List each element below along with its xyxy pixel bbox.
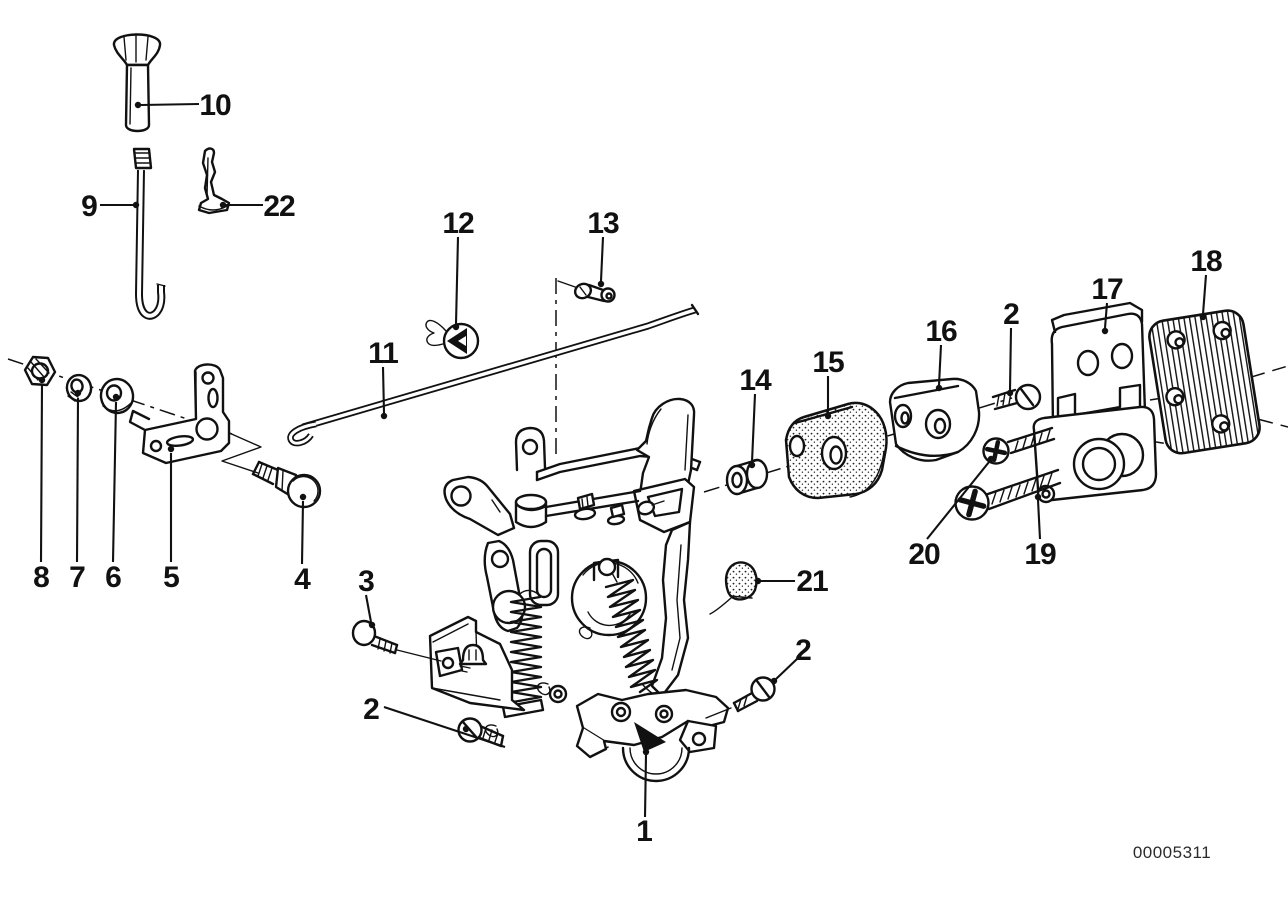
callout-label-1: 1 xyxy=(636,815,652,848)
part-9-release-rod xyxy=(132,147,166,320)
callout-part-8: 8 xyxy=(33,376,50,594)
part-2-screw-upper-right xyxy=(991,383,1042,411)
callout-part-7: 7 xyxy=(69,389,86,594)
callout-label-12: 12 xyxy=(442,207,474,240)
callout-label-16: 16 xyxy=(925,315,957,348)
part-7-lock-washer xyxy=(65,373,93,403)
callout-part-9: 9 xyxy=(81,190,140,223)
callout-part-21: 21 xyxy=(754,565,829,598)
part-11-connecting-rod xyxy=(287,303,700,447)
part-18-striker-plate xyxy=(1148,309,1261,455)
callout-label-19: 19 xyxy=(1024,538,1056,571)
part-14-bushing xyxy=(725,458,769,496)
diagram-number: 00005311 xyxy=(1133,843,1211,862)
callout-label-9: 9 xyxy=(81,190,97,223)
callout-label-17: 17 xyxy=(1091,273,1123,306)
callout-label-2a: 2 xyxy=(363,693,379,726)
callout-label-18: 18 xyxy=(1190,245,1222,278)
part-13-stud xyxy=(573,282,616,303)
callout-label-20: 20 xyxy=(908,538,940,571)
callout-part-12: 12 xyxy=(442,207,475,331)
callout-label-15: 15 xyxy=(812,346,844,379)
part-12-clip xyxy=(425,319,480,360)
part-15-rubber-buffer xyxy=(784,401,888,500)
part-20-phillips-screw xyxy=(982,426,1056,465)
latch-pin-housing xyxy=(1032,405,1158,504)
part-2-screw-lower-left xyxy=(457,717,505,748)
callout-label-13: 13 xyxy=(587,207,619,240)
callout-part-1: 1 xyxy=(636,748,653,848)
callout-label-6: 6 xyxy=(105,561,121,594)
callout-part-11: 11 xyxy=(368,337,399,420)
callout-part-16: 16 xyxy=(925,315,958,392)
callout-label-3: 3 xyxy=(358,565,374,598)
callout-part-5: 5 xyxy=(163,445,180,594)
callout-part-2-lower-mid: 2 xyxy=(770,634,812,685)
callout-part-4: 4 xyxy=(294,493,312,596)
callout-part-14: 14 xyxy=(739,364,773,469)
callout-part-17: 17 xyxy=(1091,273,1124,335)
callout-part-22: 22 xyxy=(219,190,296,223)
callout-label-7: 7 xyxy=(69,561,85,594)
callout-label-4: 4 xyxy=(294,563,311,596)
callout-label-14: 14 xyxy=(739,364,772,397)
callouts: 8 7 6 5 4 3 2 1 xyxy=(33,89,1223,848)
part-4-shoulder-bolt xyxy=(251,460,322,509)
callout-part-2-upper-right: 2 xyxy=(1003,298,1020,397)
callout-label-21: 21 xyxy=(796,565,828,598)
part-2-screw-lower-mid xyxy=(705,676,776,719)
callout-part-15: 15 xyxy=(812,346,845,420)
callout-part-19: 19 xyxy=(1024,493,1057,571)
callout-part-6: 6 xyxy=(105,393,122,594)
part-1-latch-assembly xyxy=(396,397,730,783)
callout-part-18: 18 xyxy=(1190,245,1223,321)
callout-label-22: 22 xyxy=(263,190,295,223)
callout-part-2-lower-left: 2 xyxy=(363,693,506,748)
part-3-screw xyxy=(351,619,399,655)
callout-part-10: 10 xyxy=(134,89,232,122)
callout-label-11: 11 xyxy=(368,337,398,370)
callout-label-10: 10 xyxy=(199,89,231,122)
part-10-pull-knob xyxy=(112,33,162,133)
callout-part-20: 20 xyxy=(908,455,995,571)
part-8-nut xyxy=(23,355,57,387)
callout-part-3: 3 xyxy=(358,565,376,629)
callout-part-13: 13 xyxy=(587,207,620,288)
callout-label-2b: 2 xyxy=(795,634,811,667)
callout-label-2c: 2 xyxy=(1003,298,1019,331)
part-21-cap xyxy=(709,561,758,615)
part-16-bracket-plate xyxy=(888,377,981,462)
callout-label-5: 5 xyxy=(163,561,179,594)
callout-label-8: 8 xyxy=(33,561,49,594)
part-5-bracket-lever xyxy=(128,363,231,465)
